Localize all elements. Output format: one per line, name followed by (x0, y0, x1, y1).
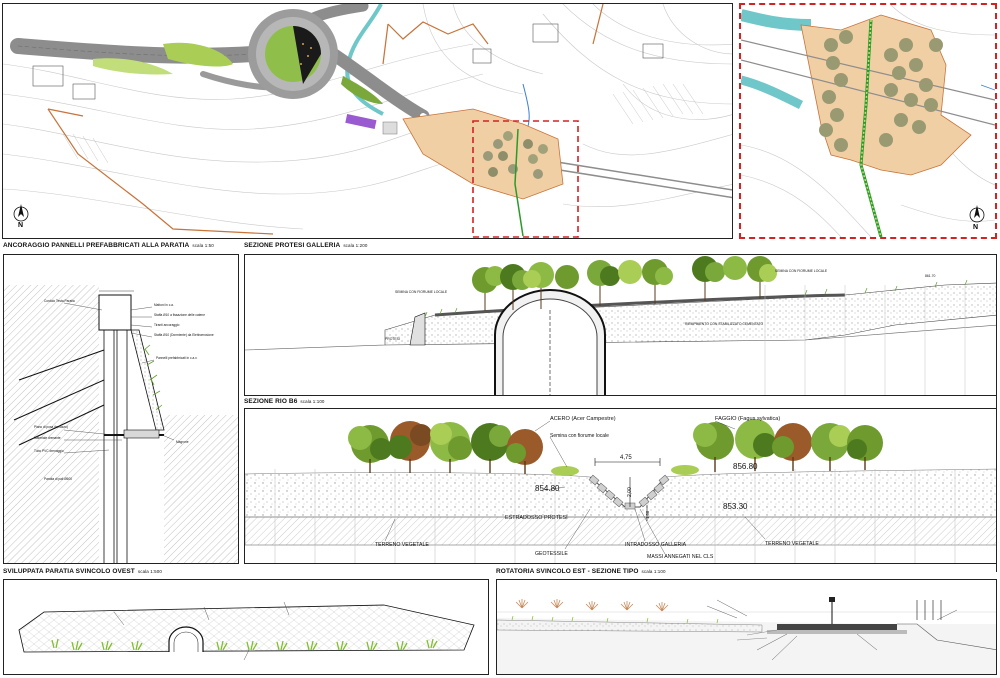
detail-plan-panel: N (739, 3, 997, 239)
svg-text:Mattoni in c.a.: Mattoni in c.a. (154, 303, 174, 307)
galleria-riempimento: RIEMPIMENTO CON STABILIZZATO CEMENTATO (685, 322, 763, 326)
ancoraggio-drawing: Cordolo Testa Paratia Mattoni in c.a. St… (4, 285, 238, 563)
geotessile-label: GEOTESSILE (535, 551, 568, 557)
terreno-right-label: TERRENO VEGETALE (765, 541, 819, 547)
depth2-label: 1,50 (645, 510, 650, 519)
rotatoria-drawing (497, 597, 996, 674)
svg-text:Cordolo Testa Paratia: Cordolo Testa Paratia (44, 299, 75, 303)
svg-text:Pannelli prefabbricati in c.a.: Pannelli prefabbricati in c.a.v. (156, 356, 198, 360)
estradosso-label: ESTRADOSSO PROTESI (505, 515, 568, 521)
svg-text:Materiale drenante: Materiale drenante (34, 436, 61, 440)
sviluppata-panel (3, 579, 489, 675)
sviluppata-drawing (18, 601, 475, 661)
rio-drawing: ACERO (Acer Campestre) FAGGIO (Fagus syl… (245, 416, 996, 563)
elev-bottom-label: 853.30 (723, 502, 748, 511)
depth-label: 2,00 (627, 487, 633, 497)
sheet-edge (996, 322, 1000, 572)
svg-text:Piano di posa (terrazzo): Piano di posa (terrazzo) (34, 425, 68, 429)
rio-trees-left (348, 421, 543, 465)
galleria-panel: SEMINA CON FIORUME LOCALE SEMINA CON FIO… (244, 254, 997, 396)
galleria-protesi: PROTESI (385, 337, 400, 341)
north-label: N (18, 222, 23, 229)
detail-plan-drawing: N (741, 5, 995, 237)
semina-label: Semina con fiorume locale (550, 433, 609, 439)
galleria-drawing: SEMINA CON FIORUME LOCALE SEMINA CON FIO… (245, 256, 996, 395)
rotatoria-panel (496, 579, 997, 675)
galleria-semina-right: SEMINA CON FIORUME LOCALE (775, 269, 828, 273)
svg-text:Staffa Ø10 (Dormiente) da Elet: Staffa Ø10 (Dormiente) da Elettroerosion… (154, 333, 214, 337)
rio-panel: ACERO (Acer Campestre) FAGGIO (Fagus syl… (244, 408, 997, 564)
rio-trees-right (693, 419, 883, 461)
faggio-label: FAGGIO (Fagus sylvatica) (715, 416, 780, 422)
site-plan-drawing: N (3, 4, 732, 238)
svg-text:Paratia di pali Ø600: Paratia di pali Ø600 (44, 477, 72, 481)
galleria-semina-left: SEMINA CON FIORUME LOCALE (395, 290, 448, 294)
ancoraggio-title: ANCORAGGIO PANNELLI PREFABBRICATI ALLA P… (3, 242, 214, 249)
width-label: 4,75 (620, 455, 632, 461)
massi-label: MASSI ANNEGATI NEL CLS (647, 554, 714, 560)
galleria-trees (472, 256, 777, 293)
svg-text:Staffa Ø10 a fissazione delle: Staffa Ø10 a fissazione delle catene (154, 313, 205, 317)
elev-right-label: 856.80 (733, 462, 758, 471)
north-label-detail: N (973, 224, 978, 231)
svg-text:Tiranti ancoraggio: Tiranti ancoraggio (154, 323, 180, 327)
galleria-elev: 861.70 (925, 274, 935, 278)
acero-label: ACERO (Acer Campestre) (550, 416, 616, 422)
elev-left-label: 854.80 (535, 484, 560, 493)
terreno-left-label: TERRENO VEGETALE (375, 542, 429, 548)
ancoraggio-panel: Cordolo Testa Paratia Mattoni in c.a. St… (3, 254, 239, 564)
site-plan-panel: N (2, 3, 733, 239)
svg-text:Magrone: Magrone (176, 440, 189, 444)
intradosso-label: INTRADOSSO GALLERIA (625, 542, 687, 548)
svg-text:Tubo PVC drenaggio: Tubo PVC drenaggio (34, 449, 64, 453)
